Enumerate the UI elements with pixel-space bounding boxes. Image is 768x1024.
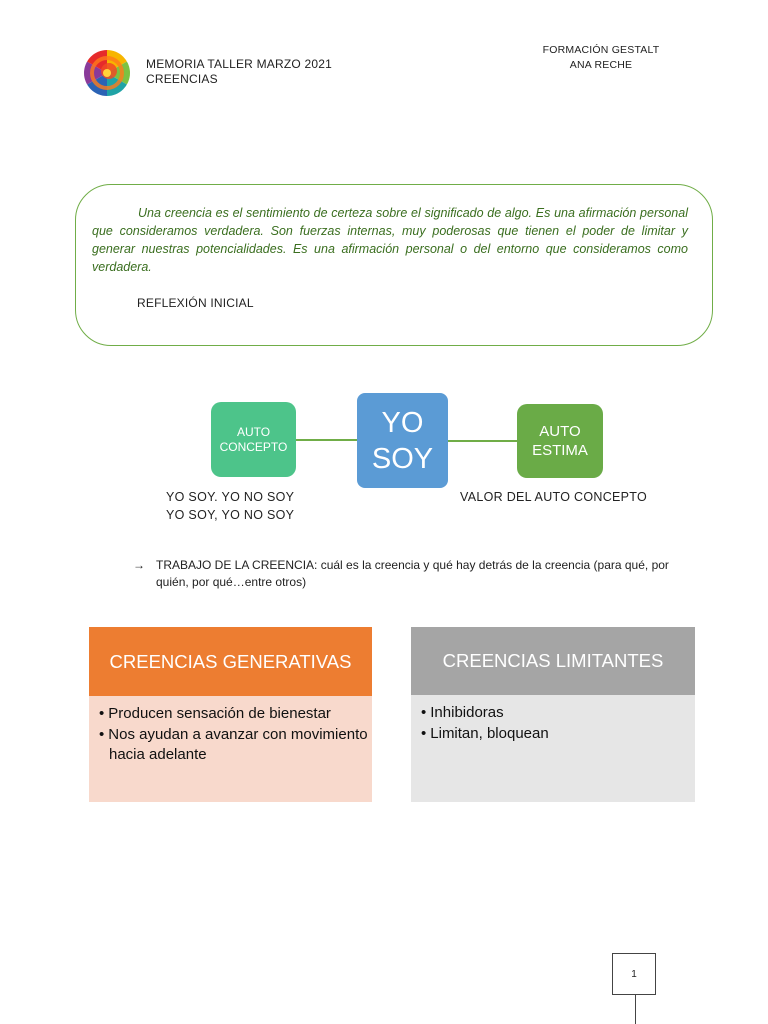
page-number-line — [635, 995, 636, 1024]
connector-right — [448, 440, 517, 442]
intro-definition: Una creencia es el sentimiento de certez… — [92, 204, 688, 276]
limitantes-header: CREENCIAS LIMITANTES — [411, 627, 695, 695]
list-item: Limitan, bloquean — [421, 724, 695, 744]
arrow-right-icon: → — [133, 558, 145, 572]
org-line-1: FORMACIÓN GESTALT — [542, 44, 660, 56]
list-item: Nos ayudan a avanzar con movimiento haci… — [99, 725, 372, 765]
limitantes-body: Inhibidoras Limitan, bloquean — [411, 695, 695, 802]
page-number: 1 — [612, 953, 656, 995]
generativas-header: CREENCIAS GENERATIVAS — [89, 627, 372, 696]
document-title: MEMORIA TALLER MARZO 2021 CREENCIAS — [146, 57, 332, 87]
connector-left — [296, 439, 357, 441]
caption-line-1: YO SOY. YO NO SOY — [166, 490, 295, 504]
title-line-1: MEMORIA TALLER MARZO 2021 — [146, 57, 332, 71]
color-wheel-logo-icon — [84, 50, 130, 96]
auto-estima-line-1: AUTO — [539, 423, 581, 440]
limitantes-list: Inhibidoras Limitan, bloquean — [411, 695, 695, 744]
list-item: Producen sensación de bienestar — [99, 704, 372, 724]
yo-soy-node: YO SOY — [357, 393, 448, 488]
list-item: Inhibidoras — [421, 703, 695, 723]
intro-definition-text: Una creencia es el sentimiento de certez… — [92, 206, 688, 274]
title-line-2: CREENCIAS — [146, 72, 218, 86]
yo-soy-line-2: SOY — [371, 442, 434, 475]
auto-estima-node: AUTO ESTIMA — [517, 404, 603, 478]
auto-concepto-node: AUTO CONCEPTO — [211, 402, 296, 477]
generativas-list: Producen sensación de bienestar Nos ayud… — [89, 696, 372, 765]
generativas-body: Producen sensación de bienestar Nos ayud… — [89, 696, 372, 802]
auto-concepto-caption: YO SOY. YO NO SOY YO SOY, YO NO SOY — [166, 488, 294, 524]
yo-soy-line-1: YO — [381, 406, 424, 439]
organization-info: FORMACIÓN GESTALT ANA RECHE — [520, 43, 682, 73]
trabajo-creencia-text: TRABAJO DE LA CREENCIA: cuál es la creen… — [156, 558, 669, 589]
intro-box — [75, 184, 713, 346]
reflexion-label: REFLEXIÓN INICIAL — [137, 296, 254, 310]
caption-line-2: YO SOY, YO NO SOY — [166, 508, 295, 522]
org-line-2: ANA RECHE — [569, 59, 633, 71]
auto-estima-caption: VALOR DEL AUTO CONCEPTO — [460, 490, 648, 504]
auto-concepto-line-1: AUTO — [236, 424, 271, 439]
auto-estima-line-2: ESTIMA — [532, 442, 588, 459]
auto-concepto-line-2: CONCEPTO — [219, 439, 288, 454]
